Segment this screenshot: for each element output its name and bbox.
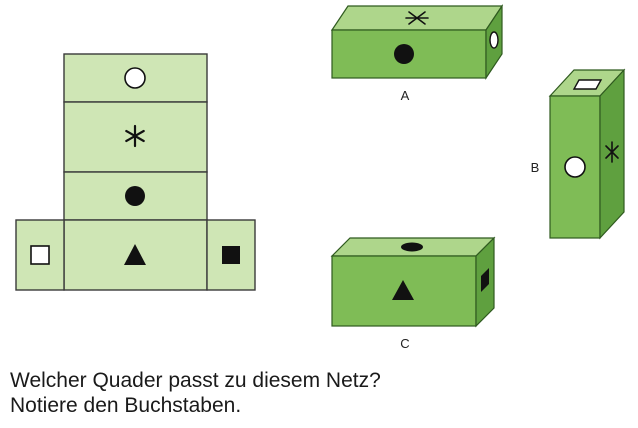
box-b[interactable]: B [531,68,626,240]
asterisk-icon [405,11,429,25]
filled-square-icon [481,268,489,292]
asterisk-icon [125,124,145,148]
box-b-label: B [531,160,540,175]
box-c-label: C [400,336,409,351]
box-a[interactable]: A [330,4,504,103]
filled-circle-icon [394,44,414,64]
open-circle-icon [489,31,499,49]
filled-square-icon [222,246,240,264]
open-square-icon [30,245,50,265]
filled-circle-icon [125,186,145,206]
open-square-icon [572,79,603,90]
box-a-label: A [401,88,410,103]
question-line-2: Notiere den Buchstaben. [10,394,242,417]
filled-triangle-icon [124,244,146,265]
asterisk-icon [605,141,619,163]
question-line-1: Welcher Quader passt zu diesem Netz? [10,369,381,392]
box-c[interactable]: C [330,236,496,351]
open-circle-icon [564,156,586,178]
net-symbols [30,67,240,265]
filled-circle-icon [401,242,423,252]
open-circle-icon [124,67,146,89]
question-text: Welcher Quader passt zu diesem Netz? Not… [10,368,630,418]
filled-triangle-icon [392,280,414,300]
